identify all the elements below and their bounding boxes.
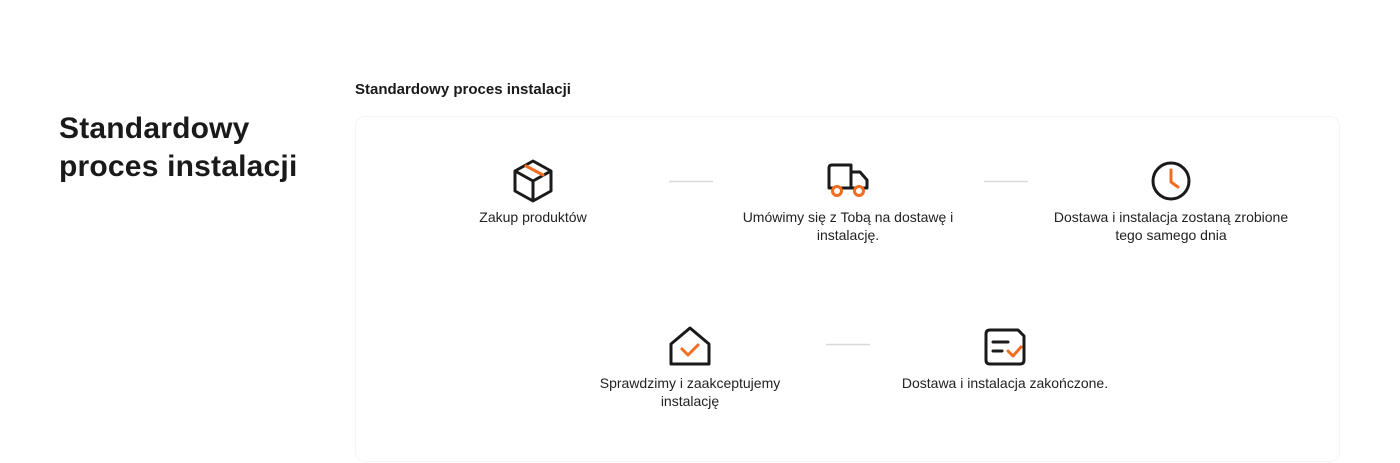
step-arrow-2 xyxy=(984,180,1028,183)
section-title: Standardowy proces instalacji xyxy=(355,81,571,98)
step-verify: Sprawdzimy i zaakceptujemy instalację xyxy=(590,324,790,410)
step-arrow-1 xyxy=(669,180,713,183)
step-same-day: Dostawa i instalacja zostaną zrobione te… xyxy=(1046,158,1296,244)
step-purchase-label: Zakup produktów xyxy=(479,209,587,225)
side-title-line-1: Standardowy xyxy=(59,112,250,145)
step-purchase: Zakup produktów xyxy=(443,158,623,226)
step-completed: Dostawa i instalacja zakończone. xyxy=(890,324,1120,392)
step-schedule: Umówimy się z Tobą na dostawę i instalac… xyxy=(733,158,963,244)
clock-icon xyxy=(1151,161,1191,201)
box-icon xyxy=(513,159,553,203)
step-schedule-label: Umówimy się z Tobą na dostawę i instalac… xyxy=(742,209,954,243)
side-title-line-2: proces instalacji xyxy=(59,150,298,183)
document-check-icon xyxy=(984,328,1026,366)
step-arrow-3 xyxy=(826,343,870,346)
step-same-day-label: Dostawa i instalacja zostaną zrobione te… xyxy=(1053,209,1289,243)
step-completed-label: Dostawa i instalacja zakończone. xyxy=(901,375,1109,391)
truck-icon xyxy=(827,163,869,197)
house-check-icon xyxy=(669,326,711,366)
side-title: Standardowy proces instalacji xyxy=(59,110,319,186)
step-verify-label: Sprawdzimy i zaakceptujemy instalację xyxy=(599,375,781,409)
